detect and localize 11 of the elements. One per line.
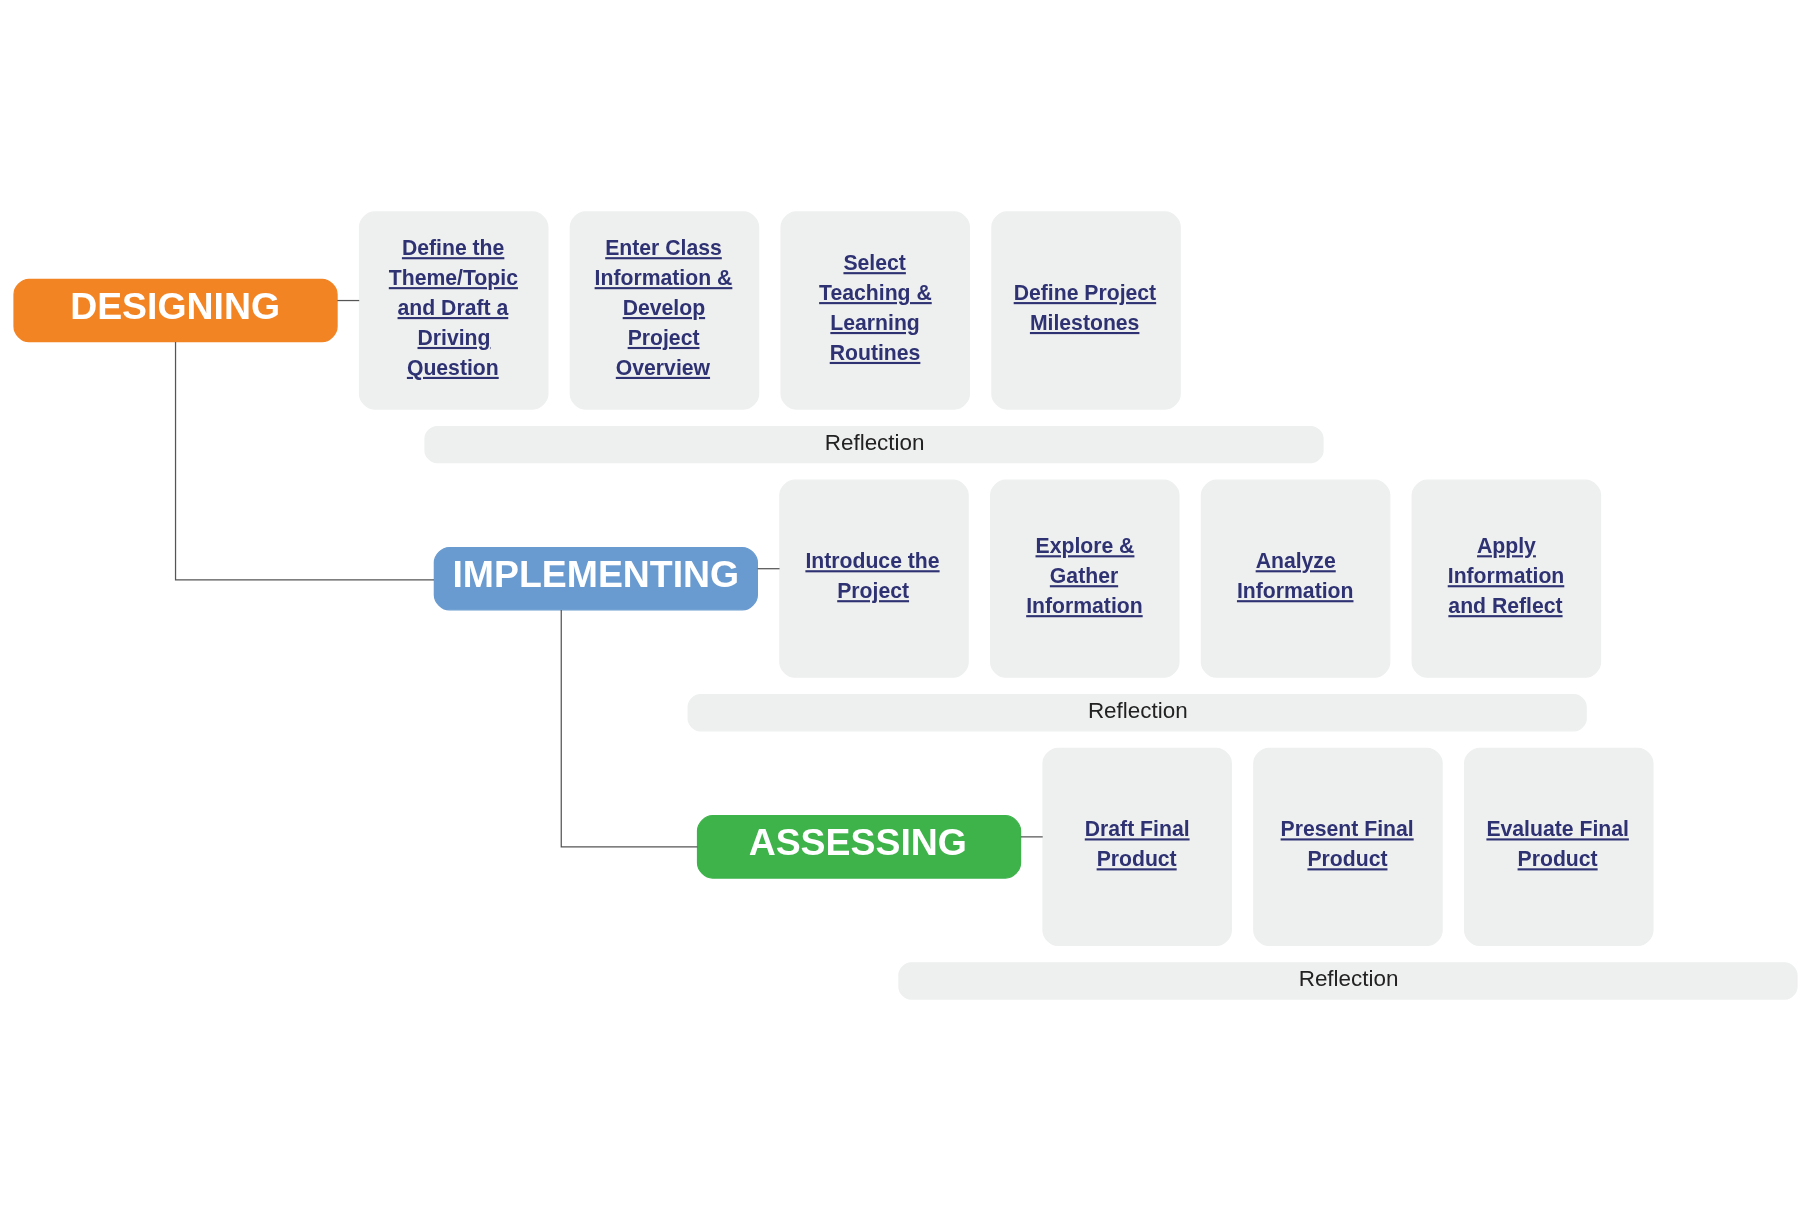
node-box: Introduce the Project (779, 479, 969, 678)
connector (336, 299, 360, 301)
node-box: Draft Final Product (1042, 747, 1232, 946)
connector (1020, 835, 1044, 837)
node-box: Define the Theme/Topic and Draft a Driving Question (358, 210, 549, 410)
node-box: ASSESSING (696, 814, 1022, 879)
connector (174, 340, 435, 581)
node-box: DESIGNING (13, 278, 338, 342)
connector (757, 567, 781, 569)
connector (560, 608, 699, 847)
node-box: IMPLEMENTING (433, 546, 758, 610)
